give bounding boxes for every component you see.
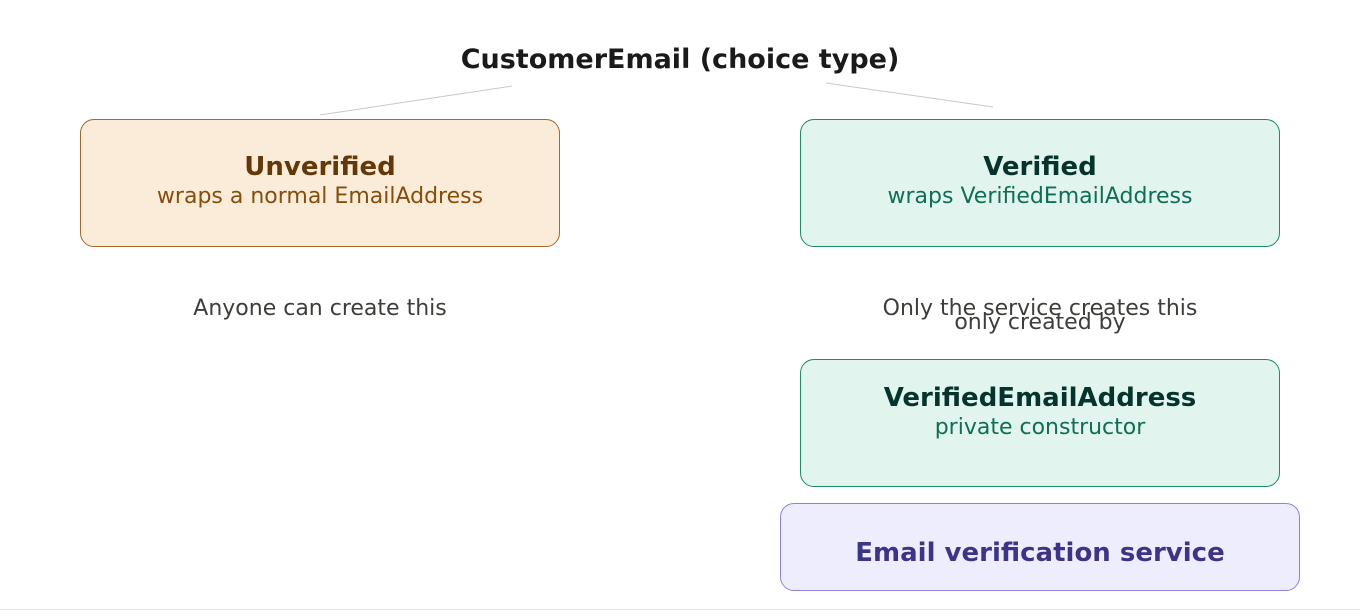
note-only-service-creates: Only the service creates this [882,296,1198,321]
verified-email-address-node-name: VerifiedEmailAddress [883,383,1197,413]
verified-email-address-node-subtitle: private constructor [934,415,1146,440]
connector-to-verified [825,82,994,108]
email-verification-service-node: Email verification service [780,503,1300,591]
email-verification-service-node-name: Email verification service [855,538,1225,568]
connector-to-unverified [319,85,513,116]
unverified-node: Unverified wraps a normal EmailAddress [80,119,560,247]
edge-label-only-created-by: only created by [954,310,1126,335]
verified-node-subtitle: wraps VerifiedEmailAddress [887,184,1193,209]
verified-node: Verified wraps VerifiedEmailAddress [800,119,1280,247]
bottom-divider [0,609,1360,610]
verified-email-address-node: VerifiedEmailAddress private constructor [800,359,1280,487]
unverified-node-name: Unverified [244,152,396,182]
diagram-title: CustomerEmail (choice type) [460,44,900,75]
verified-node-name: Verified [983,152,1097,182]
unverified-node-subtitle: wraps a normal EmailAddress [156,184,484,209]
note-anyone-can-create: Anyone can create this [193,296,447,321]
